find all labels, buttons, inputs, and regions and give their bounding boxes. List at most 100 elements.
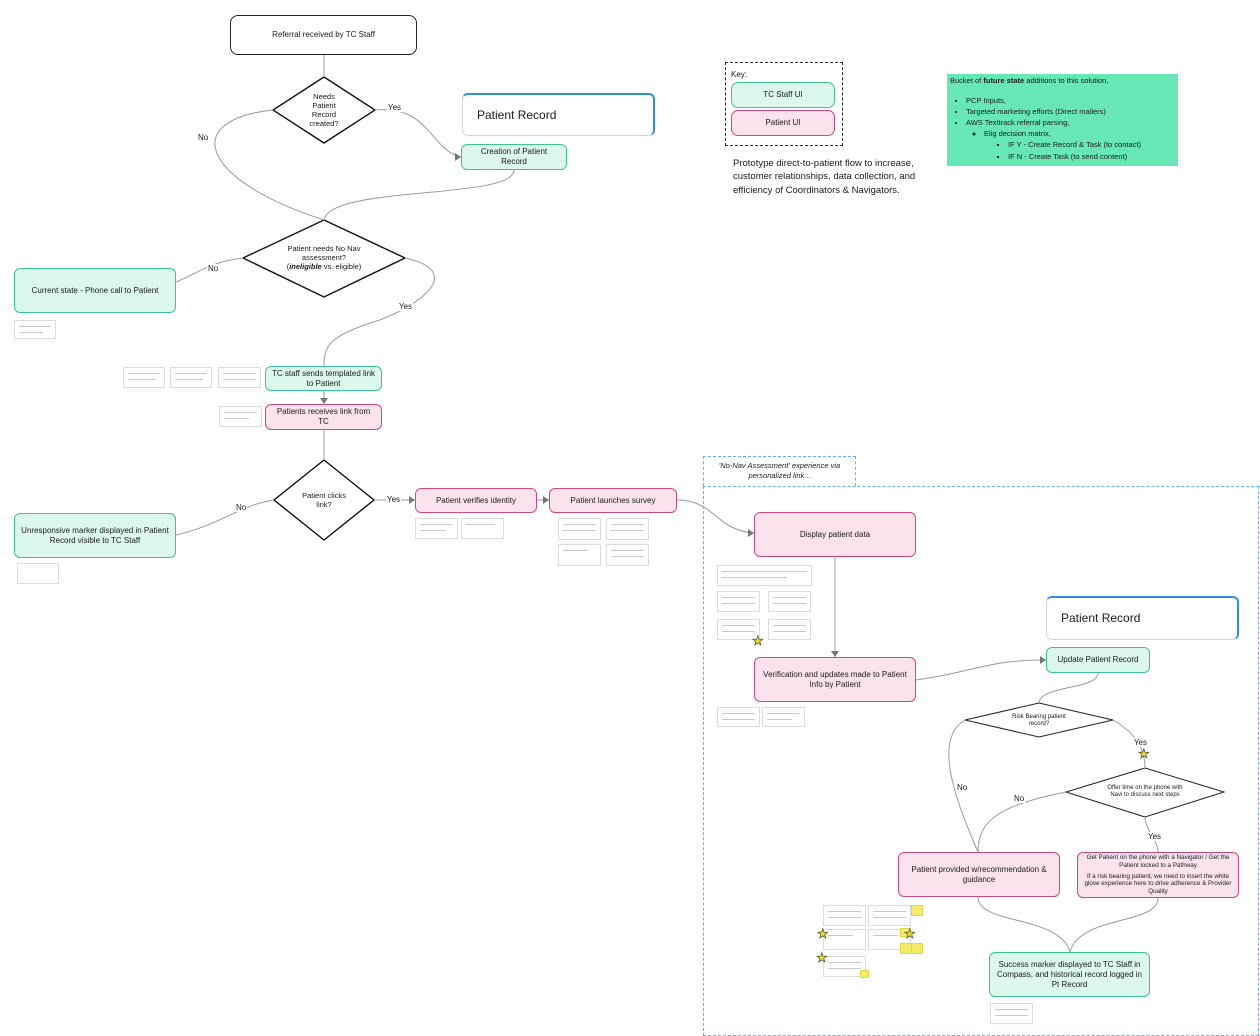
star-icon: ★ bbox=[904, 926, 916, 941]
decision-offer[interactable] bbox=[1064, 767, 1226, 818]
edge-creation-to-nonav bbox=[323, 169, 515, 221]
success-marker[interactable]: Success marker displayed to TC Staff in … bbox=[989, 952, 1150, 997]
prototype-description: Prototype direct-to-patient flow to incr… bbox=[733, 158, 916, 196]
annotation-note bbox=[606, 544, 649, 566]
decision-nonav-text: Patient needs No Nav assessment? bbox=[287, 243, 361, 262]
annotation-note bbox=[823, 929, 866, 950]
navigator-text-1: Get Patient on the phone with a Navigato… bbox=[1086, 853, 1230, 869]
annotation-note bbox=[717, 565, 812, 586]
bucket-intro: Bucket of future state additions to this… bbox=[950, 76, 1109, 85]
sticky-note bbox=[911, 943, 923, 954]
edge-label-nonav-no: No bbox=[207, 264, 220, 273]
current-state-phone-call[interactable]: Current state - Phone call to Patient bbox=[14, 268, 176, 313]
annotation-note bbox=[14, 320, 56, 339]
patient-verifies-identity[interactable]: Patient verifies identity bbox=[415, 488, 537, 513]
unresponsive-marker[interactable]: Unresponsive marker displayed in Patient… bbox=[14, 513, 176, 558]
edge-launch-to-display bbox=[676, 499, 755, 534]
arrowheads bbox=[320, 153, 1046, 664]
edge-label-clicks-yes: Yes bbox=[386, 495, 402, 504]
annotation-note bbox=[170, 367, 212, 388]
decision-needs-record[interactable] bbox=[271, 76, 377, 144]
edge-clicks-no bbox=[175, 499, 275, 536]
verification-updates[interactable]: Verification and updates made to Patient… bbox=[754, 657, 916, 702]
annotation-note bbox=[717, 707, 760, 727]
edge-offer-no bbox=[977, 791, 1067, 853]
annotation-note bbox=[558, 544, 601, 566]
annotation-note bbox=[990, 1003, 1033, 1024]
navigator-text-2: If a risk bearing patient, we need to in… bbox=[1084, 872, 1232, 896]
legend-title: Key: bbox=[731, 70, 748, 79]
decision-nonav-label: Patient needs No Nav assessment? (inelig… bbox=[270, 238, 378, 276]
annotation-note bbox=[717, 619, 760, 640]
annotation-note bbox=[762, 707, 805, 727]
legend-patient-ui: Patient UI bbox=[731, 110, 835, 136]
future-state-bucket: Bucket of future state additions to this… bbox=[947, 74, 1178, 166]
decision-nonav-bold: ineligible bbox=[289, 261, 322, 271]
annotation-note bbox=[123, 367, 165, 388]
sticky-note bbox=[900, 928, 910, 937]
navigator-node[interactable]: Get Patient on the phone with a Navigato… bbox=[1077, 852, 1239, 898]
annotation-note bbox=[558, 518, 601, 540]
patient-launches-survey[interactable]: Patient launches survey bbox=[549, 488, 677, 513]
star-icon: ★ bbox=[1138, 746, 1150, 761]
patient-record-card-top[interactable]: Patient Record bbox=[462, 93, 655, 136]
edge-label-risk-no: No bbox=[956, 783, 969, 792]
legend-box bbox=[725, 62, 843, 146]
decision-clicks-link[interactable] bbox=[272, 459, 376, 541]
annotation-note bbox=[823, 905, 866, 926]
decision-nonav[interactable] bbox=[241, 219, 407, 298]
edge-label-nonav-yes: Yes bbox=[398, 302, 414, 311]
annotation-note bbox=[415, 518, 458, 539]
star-icon: ★ bbox=[752, 633, 764, 648]
annotation-note bbox=[868, 905, 911, 926]
decision-nonav-rest: vs. eligible) bbox=[321, 261, 362, 271]
annotation-note bbox=[768, 619, 811, 640]
no-nav-region-label: 'No-Nav Assessment' experience via perso… bbox=[703, 456, 856, 486]
edge-nav-to-success bbox=[1069, 897, 1159, 953]
bucket-sub-sub-item: IF Y - Create Record & Task (to contact) bbox=[1008, 139, 1175, 150]
bucket-item: AWS Texttrack referral parsing, Elig dec… bbox=[966, 117, 1175, 161]
annotation-note bbox=[606, 518, 649, 540]
sticky-note bbox=[860, 970, 869, 978]
start-node[interactable]: Referral received by TC Staff bbox=[230, 15, 417, 55]
decision-nonav-subtext: (ineligible vs. eligible) bbox=[286, 261, 362, 271]
edge-label-clicks-no: No bbox=[235, 503, 248, 512]
annotation-note bbox=[461, 518, 504, 539]
edge-nonav-no bbox=[175, 257, 244, 283]
bucket-item: PCP Inputs, bbox=[966, 95, 1175, 106]
annotation-note bbox=[219, 406, 262, 427]
bucket-sub-item: Elig decision matrix, IF Y - Create Reco… bbox=[984, 128, 1175, 161]
edge-provided-to-success bbox=[977, 896, 1071, 953]
edge-risk-no bbox=[948, 719, 979, 853]
edge-label-needs-yes: Yes bbox=[387, 103, 403, 112]
tc-sends-link[interactable]: TC staff sends templated link to Patient bbox=[265, 366, 382, 391]
edge-label-risk-yes: Yes bbox=[1133, 738, 1149, 747]
creation-of-patient-record[interactable]: Creation of Patient Record bbox=[461, 144, 567, 170]
patient-record-card-bottom[interactable]: Patient Record bbox=[1046, 596, 1239, 640]
edge-label-offer-yes: Yes bbox=[1147, 832, 1163, 841]
edge-verify-to-update bbox=[915, 659, 1047, 681]
annotation-note bbox=[218, 367, 261, 388]
annotation-note bbox=[768, 591, 811, 612]
annotation-note bbox=[17, 563, 59, 584]
display-patient-data[interactable]: Display patient data bbox=[754, 512, 916, 557]
patient-receives-link[interactable]: Patients receives link from TC bbox=[265, 404, 382, 430]
edge-needs-no bbox=[214, 109, 325, 221]
decision-risk-label: Risk Bearing patient record? bbox=[1012, 713, 1066, 727]
bucket-item: Targeted marketing efforts (Direct maile… bbox=[966, 106, 1175, 117]
edge-label-offer-no: No bbox=[1013, 794, 1026, 803]
star-icon: ★ bbox=[816, 950, 828, 965]
update-patient-record[interactable]: Update Patient Record bbox=[1046, 647, 1150, 673]
edge-needs-yes bbox=[374, 109, 462, 158]
legend-staff-ui: TC Staff UI bbox=[731, 82, 835, 108]
star-icon: ★ bbox=[817, 926, 829, 941]
edge-update-to-risk bbox=[1038, 672, 1099, 704]
decision-clicks-label: Patient clicks link? bbox=[302, 491, 346, 509]
annotation-note bbox=[823, 956, 866, 977]
decision-offer-label: Offer time on the phone with Navi to dis… bbox=[1107, 784, 1183, 798]
edge-label-needs-no: No bbox=[197, 133, 210, 142]
patient-provided-recommendation[interactable]: Patient provided w/recommendation & guid… bbox=[898, 852, 1060, 897]
edge-nonav-yes bbox=[323, 257, 435, 367]
decision-needs-record-label: Needs Patient Record created? bbox=[309, 92, 339, 128]
bucket-sub-sub-item: IF N - Create Task (to send content) bbox=[1008, 151, 1175, 162]
